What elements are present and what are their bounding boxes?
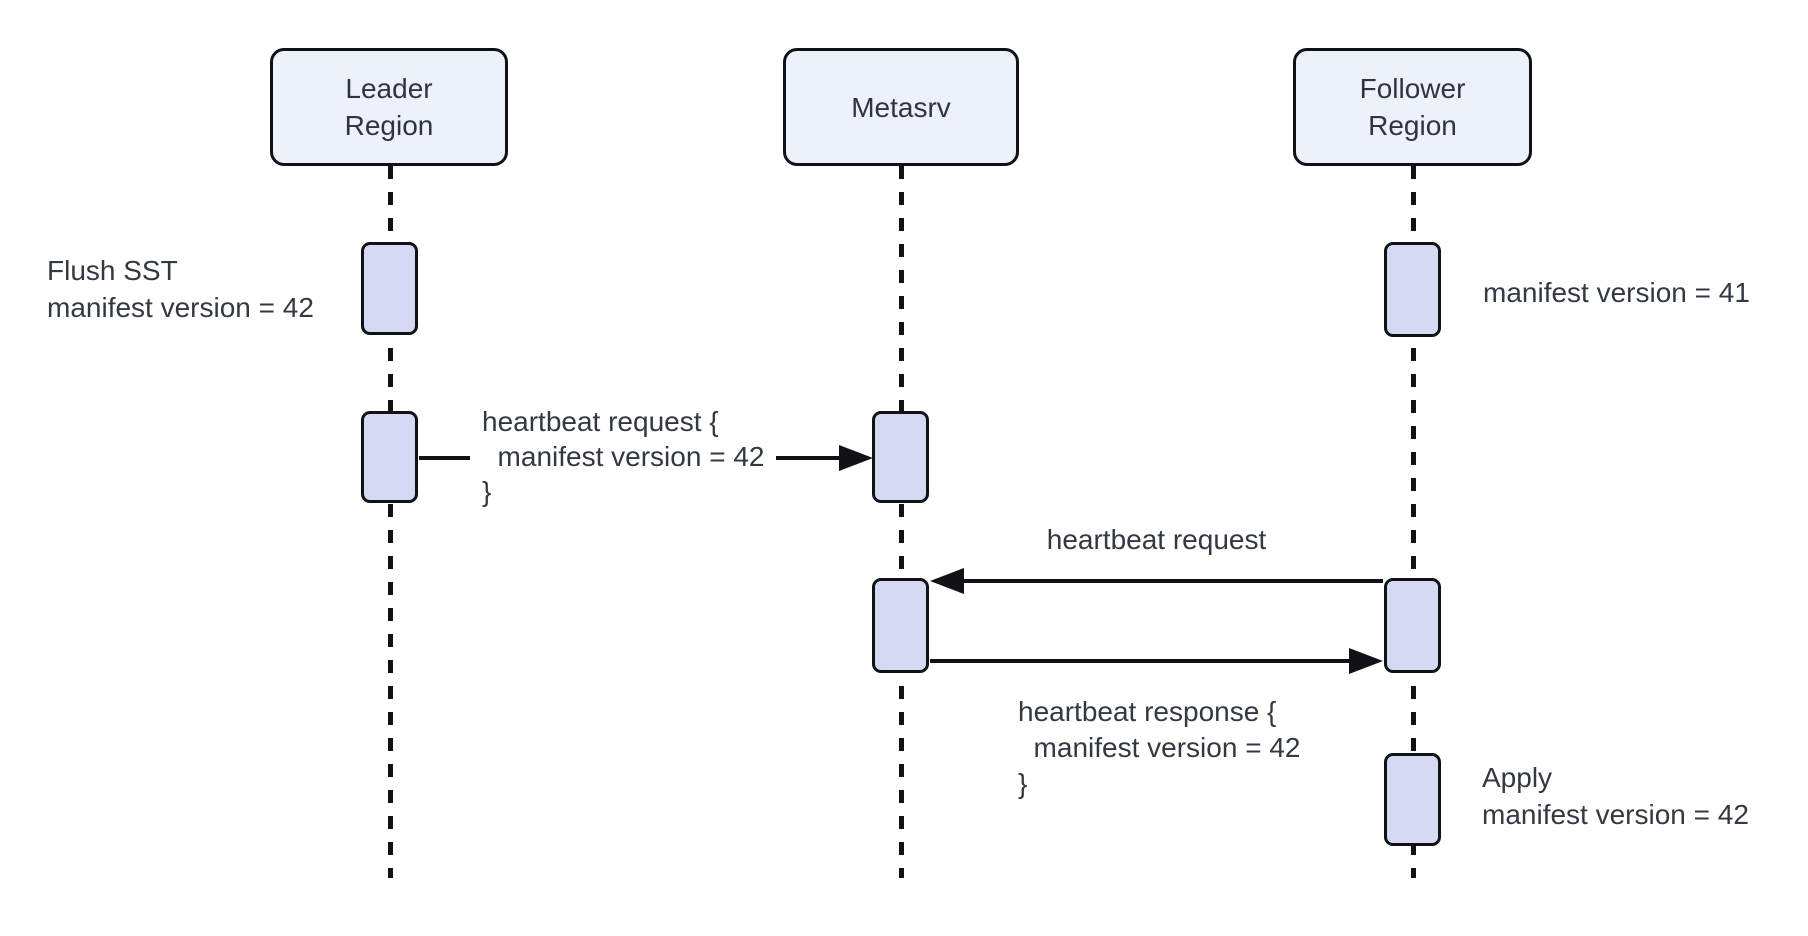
arrowhead-right-icon [1349,648,1383,674]
activation-follower-exchange [1384,578,1441,673]
activation-metasrv-receive [872,411,929,503]
participant-follower-region-label-line-1: Follower [1359,73,1466,104]
arrowhead-right-icon [839,445,873,471]
message-3-line [930,659,1351,663]
message-1-label: heartbeat request { manifest version = 4… [470,404,777,509]
participant-metasrv-label: Metasrv [851,91,951,123]
annotation-apply-line-2: manifest version = 42 [1482,799,1749,830]
message-3-label-line-2: manifest version = 42 [1018,732,1301,763]
activation-leader-flush [361,242,418,335]
activation-metasrv-exchange [872,578,929,673]
participant-leader-region-label-line-2: Region [344,110,434,141]
message-2-label: heartbeat request [930,522,1383,558]
message-3-label-line-3: } [1018,768,1028,799]
participant-metasrv: Metasrv [783,48,1019,166]
annotation-apply: Apply manifest version = 42 [1482,759,1749,833]
participant-leader-region-label-line-1: Leader [345,73,433,104]
participant-follower-region: Follower Region [1293,48,1532,166]
participant-follower-region-label-line-2: Region [1368,110,1457,141]
annotation-apply-line-1: Apply [1482,762,1553,793]
annotation-manifest-41: manifest version = 41 [1483,274,1750,311]
message-3-label: heartbeat response { manifest version = … [1018,694,1300,802]
activation-follower-version41 [1384,242,1441,337]
annotation-flush-sst-line-2: manifest version = 42 [47,292,314,323]
message-1-label-line-2: manifest version = 42 [482,441,765,472]
activation-leader-heartbeat [361,411,418,503]
message-2-line [962,579,1383,583]
message-3-label-line-1: heartbeat response { [1018,696,1277,727]
annotation-manifest-41-line-1: manifest version = 41 [1483,277,1750,308]
message-1-label-line-3: } [482,476,492,507]
lifeline-metasrv [899,166,904,878]
message-1-label-line-1: heartbeat request { [482,406,719,437]
lifeline-leader-region [388,166,393,878]
activation-follower-apply [1384,753,1441,846]
participant-leader-region: Leader Region [270,48,508,166]
message-2-label-line-1: heartbeat request [1046,524,1267,555]
annotation-flush-sst-line-1: Flush SST [47,255,178,286]
lifeline-follower-region [1411,166,1416,878]
arrowhead-left-icon [930,568,964,594]
annotation-flush-sst: Flush SST manifest version = 42 [47,252,314,326]
